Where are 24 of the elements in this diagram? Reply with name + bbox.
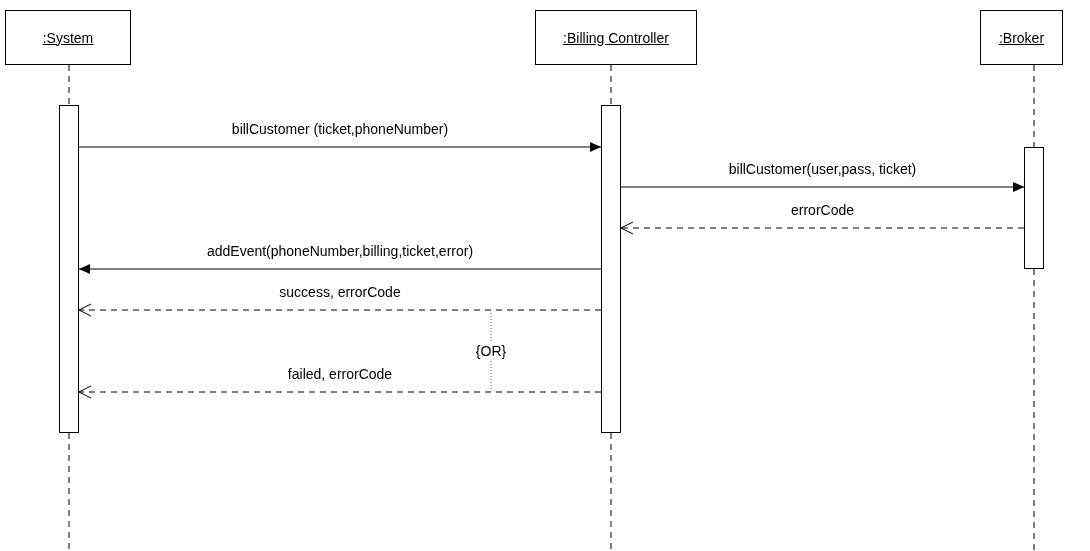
lifeline-head-box (5, 10, 131, 65)
message-label: addEvent(phoneNumber,billing,ticket,error) (206, 243, 474, 260)
lifeline-head-box (535, 10, 697, 65)
message-label: billCustomer(user,pass, ticket) (728, 161, 917, 178)
message-label: billCustomer (ticket,phoneNumber) (231, 121, 449, 138)
lifeline (68, 64, 70, 106)
message-arrow (78, 264, 602, 274)
object-name: :Broker (998, 29, 1045, 46)
lifeline (610, 64, 612, 106)
return-message-arrow (620, 221, 1025, 235)
activation-bar (59, 105, 79, 433)
activation-bar (1024, 147, 1044, 269)
activation-bar (601, 105, 621, 433)
message-arrow (620, 182, 1025, 192)
lifeline (1033, 64, 1035, 148)
message-arrow (78, 142, 602, 152)
return-message-arrow (78, 385, 602, 399)
constraint-label: {OR} (475, 343, 507, 360)
message-label: success, errorCode (279, 284, 401, 301)
object-name: :System (42, 29, 94, 46)
lifeline-head-box (980, 10, 1063, 65)
return-message-arrow (78, 303, 602, 317)
message-label: failed, errorCode (287, 366, 393, 383)
object-name: :Billing Controller (563, 29, 669, 46)
